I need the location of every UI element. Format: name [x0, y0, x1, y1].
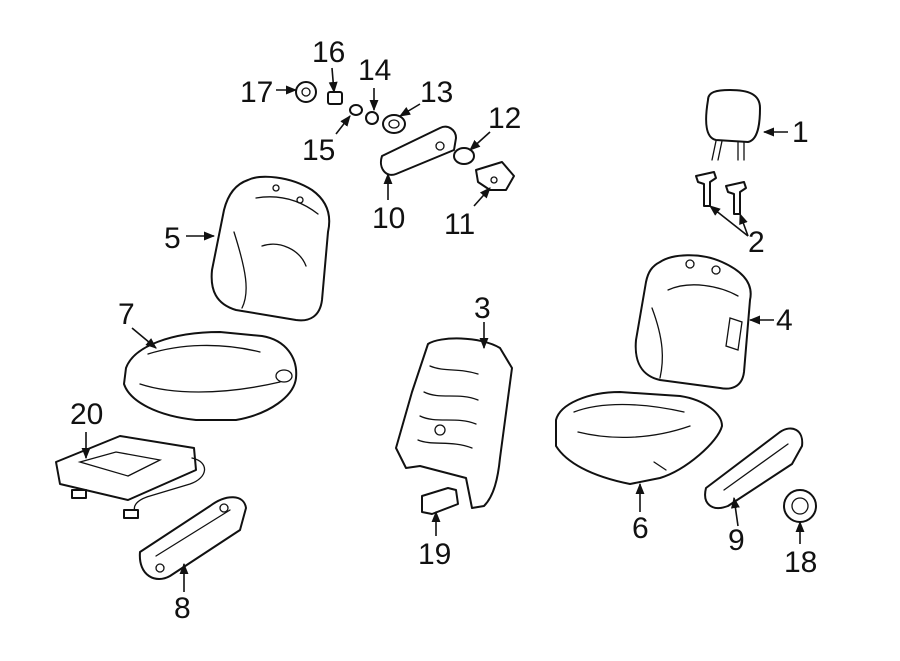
- washer-15: [349, 104, 363, 116]
- callout-2: 2: [748, 226, 765, 259]
- adjuster-knob: [783, 489, 817, 523]
- callout-7: 7: [118, 298, 135, 331]
- headrest: [705, 89, 761, 161]
- callout-13: 13: [420, 76, 453, 109]
- callout-9: 9: [728, 524, 745, 557]
- leader-lines: [81, 67, 805, 592]
- knob-12: [453, 147, 475, 165]
- armrest: [380, 125, 457, 176]
- armrest-bracket: [475, 161, 515, 191]
- seat-adjuster-right: [704, 427, 804, 509]
- seat-cushion-cover-left: [123, 331, 298, 421]
- callout-16: 16: [312, 36, 345, 69]
- seat-adjuster-left: [138, 496, 247, 580]
- headrest-guides: [695, 171, 747, 215]
- pin-17: [295, 81, 317, 103]
- bushing-14: [365, 111, 379, 125]
- callout-5: 5: [164, 222, 181, 255]
- callout-18: 18: [784, 546, 817, 579]
- callout-19: 19: [418, 538, 451, 571]
- seat-back-right: [634, 254, 752, 390]
- callout-12: 12: [488, 102, 521, 135]
- clip-16: [327, 91, 343, 105]
- callout-20: 20: [70, 398, 103, 431]
- callout-1: 1: [792, 116, 809, 149]
- recline-lever: [421, 487, 459, 515]
- seat-cushion-right: [555, 391, 723, 485]
- seat-heater: [55, 435, 206, 519]
- callout-labels: 1 2 3 4 5 6 7 8 9 10 11 12 13 14 15 16 1…: [70, 36, 817, 625]
- callout-8: 8: [174, 592, 191, 625]
- callout-11: 11: [444, 208, 475, 241]
- callout-15: 15: [302, 134, 335, 167]
- seat-back-cover-left: [210, 175, 331, 322]
- cap-13: [382, 114, 406, 134]
- callout-17: 17: [240, 76, 273, 109]
- seat-back-frame: [395, 337, 513, 509]
- callout-3: 3: [474, 292, 491, 325]
- callout-14: 14: [358, 54, 391, 87]
- callout-10: 10: [372, 202, 405, 235]
- callout-6: 6: [632, 512, 649, 545]
- callout-4: 4: [776, 304, 793, 337]
